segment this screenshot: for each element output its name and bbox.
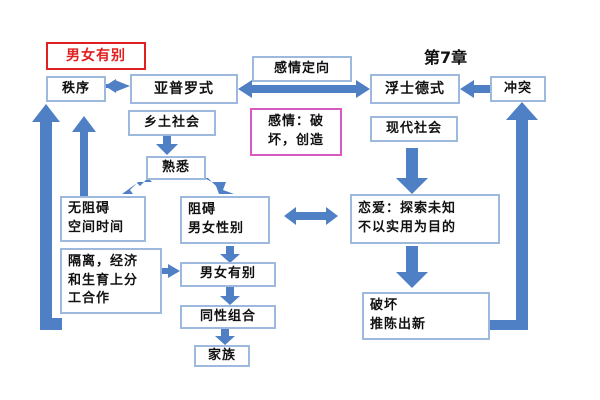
- title-gender-distinction: 男女有别: [46, 42, 146, 70]
- arrow-samesex-to-family: [215, 329, 235, 345]
- arrow-nobarrier-to-order: [72, 116, 96, 198]
- node-gender-distinction: 男女有别: [180, 262, 276, 287]
- arrow-apollonian-to-order-head: [105, 79, 116, 93]
- node-order: 秩序: [46, 76, 106, 102]
- node-destroy-renew: 破坏 推陈出新: [362, 292, 490, 340]
- arrow-conflict-to-faustian: [460, 80, 490, 98]
- node-isolation-cooperation: 隔离，经济 和生育上分 工合作: [60, 248, 162, 314]
- node-faustian: 浮士德式: [370, 74, 460, 104]
- arrow-barrier-to-gender: [220, 246, 240, 263]
- node-same-sex-group: 同性组合: [180, 305, 276, 329]
- arrow-apollonian-to-order: [105, 80, 130, 92]
- arrow-outer-right-up: [506, 102, 538, 330]
- arrow-rural-to-familiar: [156, 134, 178, 155]
- node-modern-society: 现代社会: [370, 116, 458, 142]
- node-conflict: 冲突: [490, 76, 546, 102]
- arrow-outer-left-up: [32, 104, 62, 330]
- node-apollonian: 亚普罗式: [130, 74, 238, 104]
- node-rural-society: 乡土社会: [128, 110, 216, 136]
- double-arrow-barrier-love: [284, 207, 338, 225]
- arrow-familiar-to-barrier: [204, 178, 234, 194]
- chapter-label: 第7章: [424, 48, 468, 67]
- node-family: 家族: [194, 345, 250, 367]
- node-emotion-direction: 感情定向: [252, 56, 352, 82]
- arrow-gender-to-isolation: [162, 264, 180, 278]
- node-love: 恋爱：探索未知 不以实用为目的: [350, 194, 500, 244]
- node-no-barrier: 无阻碍 空间时间: [60, 196, 146, 242]
- arrow-destroy-to-right-frame: [490, 320, 512, 330]
- arrow-familiar-to-nobarrier: [122, 178, 152, 194]
- arrow-gender-to-samesex: [220, 287, 240, 305]
- double-arrow-apollonian-faustian: [238, 80, 370, 98]
- node-barrier-gender: 阻碍 男女性别: [180, 196, 270, 244]
- node-familiar: 熟悉: [146, 156, 206, 180]
- node-emotion-break-create: 感情：破 坏，创造: [250, 108, 342, 156]
- arrow-love-to-destroy: [396, 246, 428, 288]
- arrow-modern-to-love: [396, 148, 428, 194]
